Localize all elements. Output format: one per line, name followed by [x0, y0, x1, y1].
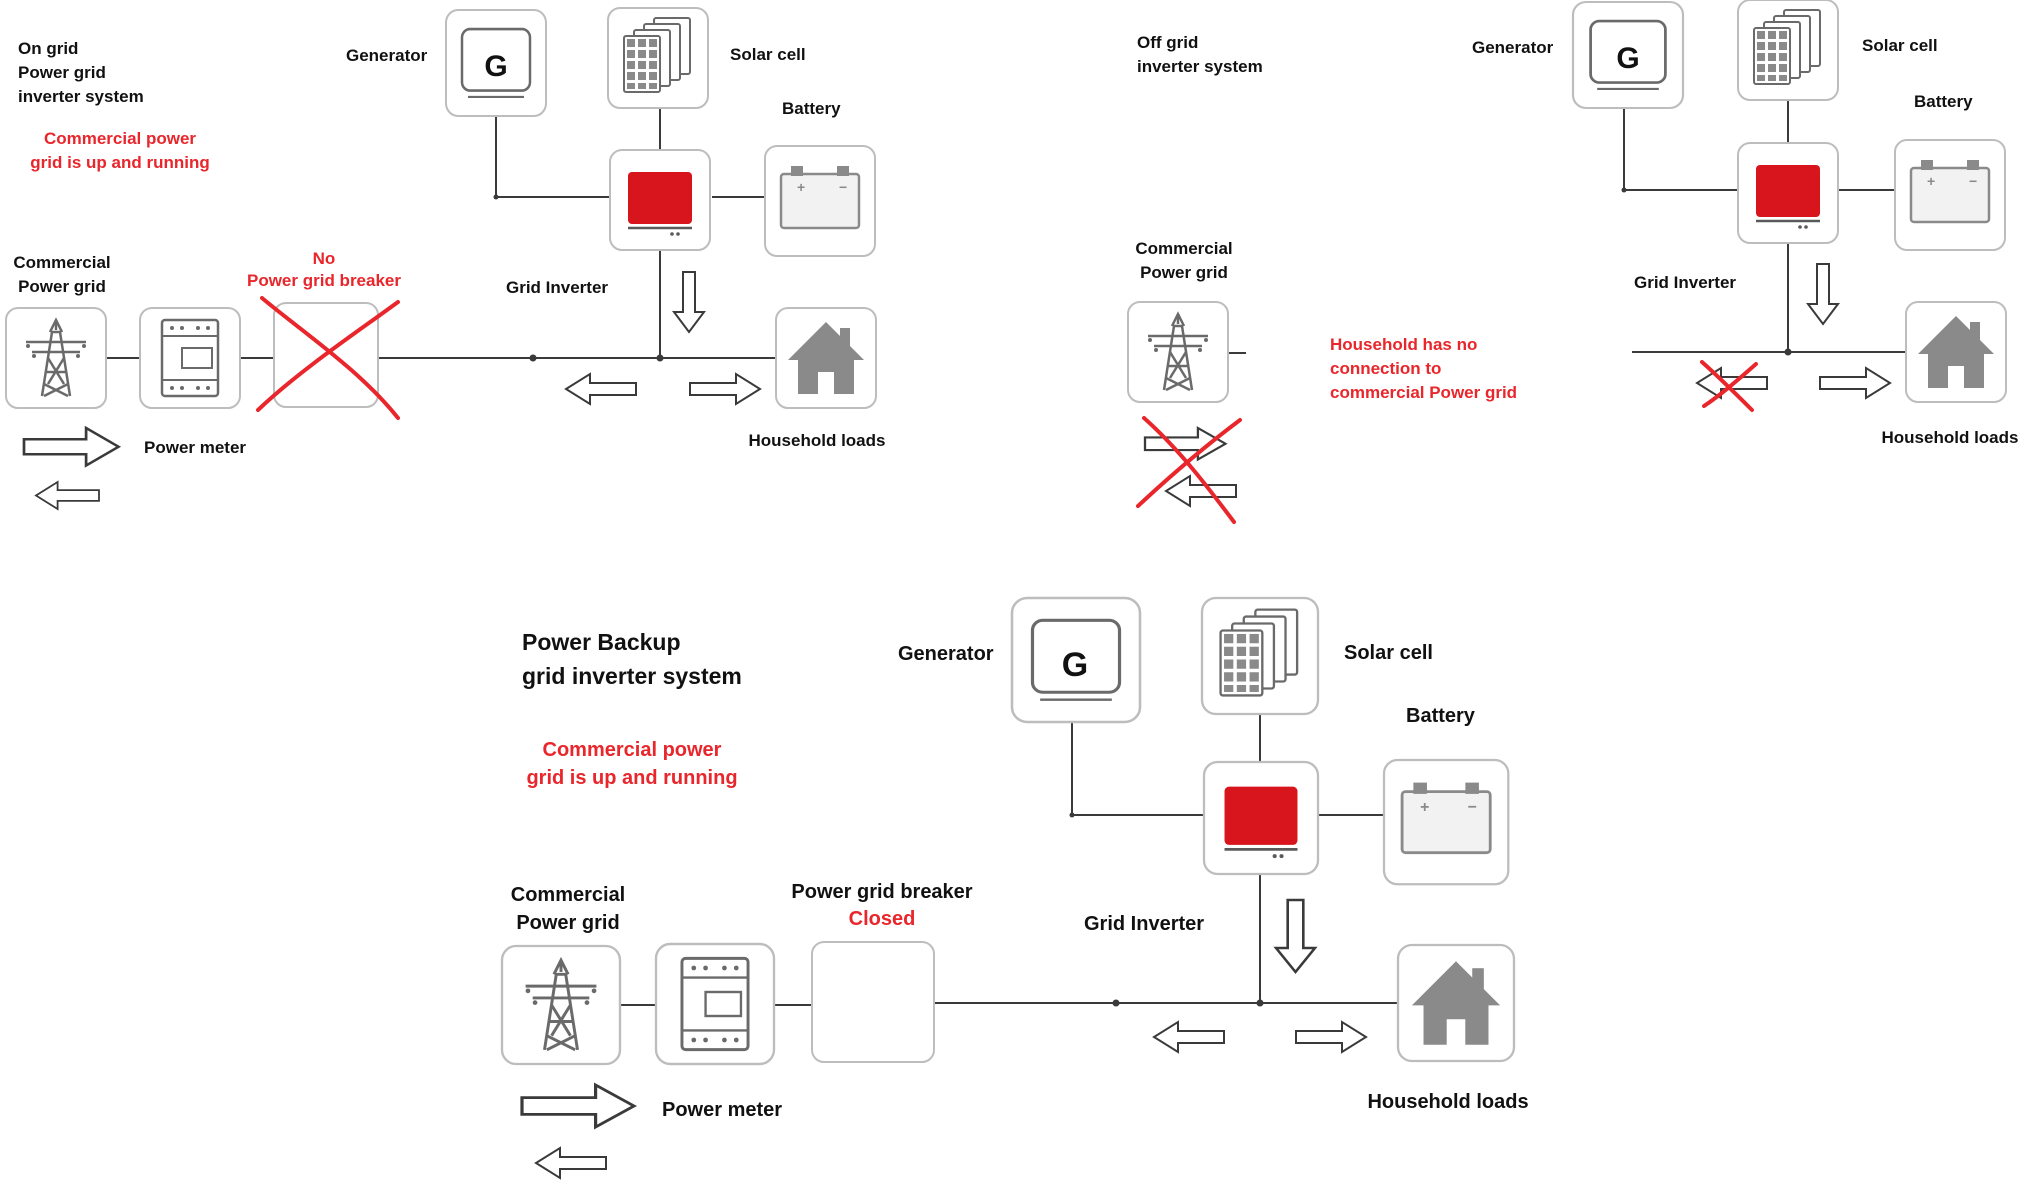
on-grid-title-line1: On grid — [18, 39, 78, 58]
right-arrow-icon — [689, 373, 761, 405]
battery-icon — [1382, 758, 1510, 886]
breaker-label: Power grid breaker — [791, 881, 972, 903]
breaker-box — [811, 941, 935, 1063]
cross-out-mark — [1142, 416, 1236, 524]
cross-out-mark — [256, 300, 400, 412]
generator-letter: G — [1062, 646, 1088, 684]
generator-letter: G — [484, 50, 507, 83]
bus-node — [1784, 348, 1792, 356]
battery-icon — [1893, 138, 2007, 252]
right-arrow-icon — [1819, 367, 1891, 399]
loads-label: Household loads — [1882, 428, 2019, 447]
on-grid-title-line2: Power grid — [18, 63, 106, 82]
solar-panel-icon — [1737, 0, 1839, 101]
status-line1: Household has no — [1330, 335, 1477, 354]
generator-letter: G — [1616, 42, 1639, 75]
off-grid-title-line2: inverter system — [1137, 57, 1263, 76]
solar-panel-icon — [1200, 596, 1320, 716]
bus-node — [1621, 187, 1627, 193]
grid-label-line2: Power grid — [18, 277, 106, 296]
battery-icon — [763, 144, 877, 258]
backup-status-line1: Commercial power — [543, 739, 722, 761]
left-arrow-icon — [35, 481, 100, 510]
inverter-label: Grid Inverter — [1084, 913, 1204, 935]
down-arrow-icon — [1274, 898, 1317, 974]
grid-label-line1: Commercial — [1135, 239, 1232, 258]
breaker-label-line2: Power grid breaker — [247, 271, 401, 290]
left-arrow-icon — [535, 1147, 607, 1179]
solar-panel-icon — [607, 7, 709, 109]
solar-label: Solar cell — [730, 45, 806, 64]
on-grid-panel: On grid Power grid inverter system Comme… — [4, 7, 886, 510]
bus-node — [1069, 812, 1075, 818]
down-arrow-icon — [1807, 263, 1839, 325]
left-arrow-icon — [1153, 1021, 1225, 1053]
inverter-label: Grid Inverter — [1634, 273, 1736, 292]
off-grid-panel: Off grid inverter system G Generator Sol… — [1126, 0, 2019, 524]
on-grid-title-line3: inverter system — [18, 87, 144, 106]
meter-label: Power meter — [662, 1099, 782, 1121]
generator-label: Generator — [1472, 38, 1554, 57]
inverter-icon — [608, 148, 712, 252]
right-arrow-icon — [22, 426, 120, 467]
bus-node — [1256, 999, 1264, 1007]
grid-label-line1: Commercial — [511, 884, 626, 906]
generator-label: Generator — [898, 643, 994, 665]
right-arrow-icon — [520, 1083, 636, 1129]
solar-label: Solar cell — [1862, 36, 1938, 55]
battery-label: Battery — [1406, 705, 1476, 727]
power-pylon-icon — [1126, 300, 1230, 404]
grid-label-line2: Power grid — [1140, 263, 1228, 282]
inverter-icon — [1202, 760, 1320, 876]
generator-label: Generator — [346, 46, 428, 65]
on-grid-status-line2: grid is up and running — [30, 153, 209, 172]
grid-label-line1: Commercial — [13, 253, 110, 272]
battery-label: Battery — [782, 99, 841, 118]
breaker-label-line1: No — [313, 249, 336, 268]
house-icon — [775, 307, 877, 409]
meter-label: Power meter — [144, 438, 246, 457]
grid-label-line2: Power grid — [516, 912, 619, 934]
status-line2: connection to — [1330, 359, 1441, 378]
right-arrow-icon — [1295, 1021, 1367, 1053]
cross-out-mark — [1702, 362, 1758, 408]
status-line3: commercial Power grid — [1330, 383, 1517, 402]
power-pylon-icon — [500, 944, 622, 1066]
backup-title-line1: Power Backup — [522, 629, 681, 655]
power-pylon-icon — [4, 306, 108, 410]
battery-label: Battery — [1914, 92, 1973, 111]
backup-status-line2: grid is up and running — [526, 767, 737, 789]
solar-label: Solar cell — [1344, 642, 1433, 664]
down-arrow-icon — [673, 271, 705, 333]
house-icon — [1396, 943, 1516, 1063]
inverter-label: Grid Inverter — [506, 278, 608, 297]
bus-node — [1112, 999, 1120, 1007]
on-grid-status-line1: Commercial power — [44, 129, 196, 148]
loads-label: Household loads — [749, 431, 886, 450]
generator-wire — [1071, 722, 1204, 816]
bus-node — [529, 354, 537, 362]
breaker-state-label: Closed — [849, 908, 916, 930]
bus-node — [656, 354, 664, 362]
inverter-icon — [1736, 141, 1840, 245]
house-icon — [1905, 301, 2007, 403]
left-arrow-icon — [565, 373, 637, 405]
backup-panel: Power Backup grid inverter system Commer… — [500, 596, 1529, 1179]
loads-label: Household loads — [1367, 1091, 1528, 1113]
bus-node — [493, 194, 499, 200]
power-meter-icon — [138, 306, 242, 410]
power-meter-icon — [654, 942, 776, 1066]
backup-title-line2: grid inverter system — [522, 663, 742, 689]
cross-out-mark — [1136, 418, 1242, 508]
off-grid-title-line1: Off grid — [1137, 33, 1198, 52]
